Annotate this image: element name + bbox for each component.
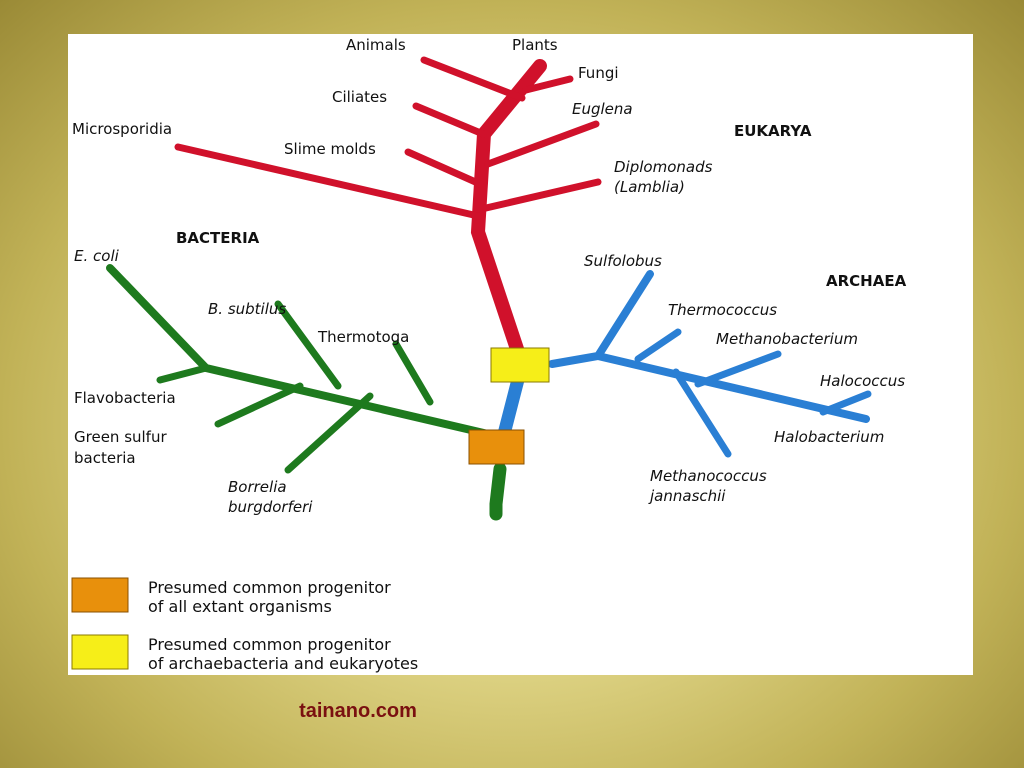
legend-swatch-orange [71, 577, 129, 613]
jannaschii-label: jannaschii [648, 487, 726, 505]
thermococcus-label: Thermococcus [668, 301, 777, 319]
plants-label: Plants [512, 36, 558, 54]
halococcus-label: Halococcus [820, 372, 905, 390]
bacteria-branches [106, 264, 507, 521]
halobacterium-label: Halobacterium [774, 428, 884, 446]
ciliates-label: Ciliates [332, 88, 387, 106]
slime-molds-label: Slime molds [284, 140, 376, 158]
green-sulfur-bacteria-label: bacteria [74, 449, 136, 467]
legend-line-3: Presumed common progenitor [148, 635, 391, 654]
diagram-panel: EUKARYA BACTERIA ARCHAEA Animals Plants … [68, 34, 973, 675]
thermotoga-label: Thermotoga [317, 328, 409, 346]
borrelia-label: Borrelia [228, 478, 287, 496]
fungi-label: Fungi [578, 64, 619, 82]
euglena-label: Euglena [572, 100, 633, 118]
sulfolobus-label: Sulfolobus [584, 252, 662, 270]
lamblia-label: (Lamblia) [614, 178, 685, 196]
legend-line-2: of all extant organisms [148, 597, 332, 616]
eukarya-domain-label: EUKARYA [734, 122, 812, 140]
e-coli-label: E. coli [74, 247, 120, 265]
green-sulfur-label: Green sulfur [74, 428, 167, 446]
legend-swatch-yellow [71, 634, 129, 670]
b-subtilus-label: B. subtilus [208, 300, 286, 318]
flavobacteria-label: Flavobacteria [74, 389, 176, 407]
archaea-eukaryote-progenitor-box [490, 347, 550, 383]
all-organisms-progenitor-box [468, 429, 525, 465]
legend-line-4: of archaebacteria and eukaryotes [148, 654, 418, 673]
legend-line-1: Presumed common progenitor [148, 578, 391, 597]
legend: Presumed common progenitor of all extant… [71, 577, 418, 673]
diplomonads-label: Diplomonads [614, 158, 713, 176]
phylogenetic-tree: EUKARYA BACTERIA ARCHAEA Animals Plants … [71, 36, 907, 673]
burgdorferi-label: burgdorferi [228, 498, 313, 516]
animals-label: Animals [346, 36, 406, 54]
methanococcus-label: Methanococcus [650, 467, 767, 485]
methanobacterium-label: Methanobacterium [716, 330, 858, 348]
bacteria-domain-label: BACTERIA [176, 229, 260, 247]
eukarya-branches [174, 56, 602, 371]
microsporidia-label: Microsporidia [72, 120, 172, 138]
footer-credit: tainano.com [299, 700, 417, 722]
archaea-branches [497, 270, 872, 458]
archaea-domain-label: ARCHAEA [826, 272, 907, 290]
